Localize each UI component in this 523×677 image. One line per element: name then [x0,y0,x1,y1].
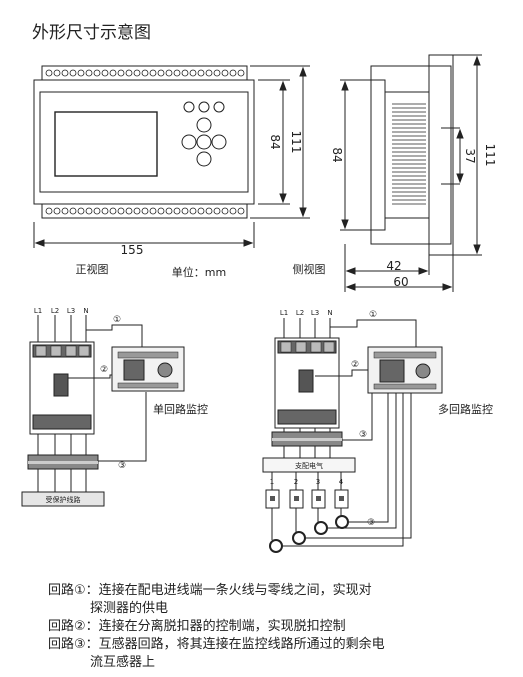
side-vents [392,103,426,205]
svg-text:1: 1 [270,478,274,486]
multi-phase-labels: L1 L2 L3 N [280,309,333,317]
svg-text:L1: L1 [280,309,288,317]
single-breaker-top [32,344,92,358]
front-button [196,151,212,167]
note-loop-3-cont: 流互感器上 [90,655,156,670]
svg-text:3: 3 [316,478,320,486]
front-button [213,101,225,113]
side-height-outer-dim: 111 [483,144,497,167]
side-rail-clip [428,54,454,256]
svg-text:L3: L3 [311,309,319,317]
multi-circle-3a: ③ [359,430,367,440]
note-loop-1: 回路①：连接在配电进线端一条火线与零线之间，实现对 [48,583,372,598]
front-top-terminal-strip [41,65,248,81]
svg-text:L3: L3 [67,307,75,315]
front-body [33,79,255,205]
loop-notes: 回路①：连接在配电进线端一条火线与零线之间，实现对 探测器的供电 回路②：连接在… [48,582,518,672]
side-view-caption: 侧视图 [293,262,326,276]
front-view [33,65,310,248]
branch-ct-2 [292,531,306,545]
side-depth-outer-dim: 60 [393,275,408,289]
multi-loop-caption: 多回路监控 [438,402,493,416]
side-clip-dim: 37 [463,148,477,163]
note-loop-3: 回路③：互感器回路，将其连接在监控线路所通过的剩余电 [48,637,385,652]
side-front-face [370,79,386,231]
protected-line-box [21,491,105,507]
svg-text:4: 4 [339,478,344,486]
single-circle-1: ① [113,315,121,325]
svg-text:L1: L1 [34,307,42,315]
front-button [196,117,212,133]
side-height-inner-dim: 84 [330,147,344,162]
front-display [54,111,158,177]
front-bottom-terminal-strip [41,203,248,219]
front-height-outer-dim: 111 [289,131,303,154]
single-phase-labels: L1 L2 L3 N [34,307,89,315]
front-button [181,134,197,150]
single-breaker-bottom [32,414,92,430]
single-monitor-screen [123,359,145,381]
front-width-dim: 155 [121,243,144,257]
multi-monitor-screen [379,359,405,383]
side-body [370,65,452,245]
single-breaker-handle [53,373,69,397]
single-loop-wiring [21,315,185,507]
front-panel [39,91,249,193]
unit-label: 单位：mm [172,265,226,279]
front-bottom-terminals [45,207,245,215]
single-monitor-keypad [157,362,173,378]
multi-circle-1: ① [369,310,377,320]
front-top-terminals [45,69,245,77]
side-view [340,54,482,292]
note-loop-2: 回路②：连接在分离脱扣器的控制端，实现脱扣控制 [48,619,346,634]
front-height-inner-dim: 84 [268,134,282,149]
front-button [183,101,195,113]
single-circle-2: ② [100,365,108,375]
multi-loop-wiring [262,318,443,553]
branch-ct-3 [314,521,328,535]
branch-numbers: 1 2 3 4 [270,478,344,486]
protected-line-label: 受保护线路 [46,495,81,504]
multi-circle-2: ② [351,360,359,370]
single-loop-caption: 单回路监控 [153,402,208,416]
branch-ct-1 [269,539,283,553]
note-loop-1-cont: 探测器的供电 [90,601,169,616]
svg-text:N: N [327,309,332,317]
front-button [196,134,212,150]
front-button [198,101,210,113]
multi-circle-3b: ③ [367,518,375,528]
branch-box [262,457,356,473]
svg-text:2: 2 [294,478,298,486]
branch-box-label: 支配电气 [295,461,323,470]
page-title: 外形尺寸示意图 [32,23,151,43]
side-depth-inner-dim: 42 [386,259,401,273]
single-circle-3: ③ [118,461,126,471]
svg-text:L2: L2 [51,307,59,315]
side-vent-block [384,91,430,219]
branch-ct-4 [335,515,349,529]
front-button [211,134,227,150]
front-view-caption: 正视图 [76,262,109,276]
svg-text:L2: L2 [296,309,304,317]
svg-text:N: N [83,307,88,315]
